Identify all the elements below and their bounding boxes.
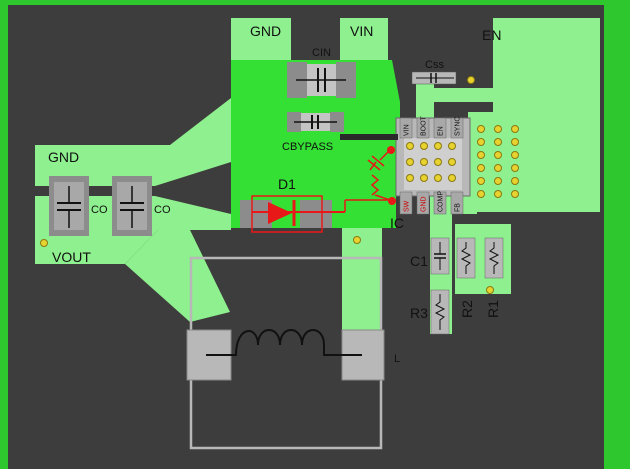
ic-pin-label: EN	[438, 126, 445, 136]
label-cin: CIN	[312, 47, 331, 59]
cbypass-to-ic-trace	[340, 134, 398, 140]
label-r1: R1	[485, 300, 501, 318]
label-l: L	[394, 353, 400, 365]
d1-body	[251, 195, 323, 233]
via	[494, 151, 502, 159]
via	[420, 174, 428, 182]
ic-pin-label: FB	[455, 203, 462, 212]
via	[434, 158, 442, 166]
d1-pad-left	[240, 200, 272, 228]
r2-resistor	[456, 237, 476, 279]
ic-pin-comp: COMP	[433, 191, 447, 215]
co2-capacitor	[112, 176, 152, 236]
label-vout: VOUT	[52, 249, 91, 265]
via	[477, 151, 485, 159]
via	[477, 177, 485, 185]
d1-pad-right	[300, 200, 332, 228]
via	[434, 142, 442, 150]
boot-node-top	[387, 146, 395, 154]
c1-capacitor	[430, 237, 450, 275]
d1-arrow	[268, 202, 292, 224]
label-css: Css	[425, 59, 444, 71]
via	[511, 164, 519, 172]
via	[511, 151, 519, 159]
ic-pin-sync: SYNC	[450, 117, 464, 139]
via-array	[406, 125, 519, 198]
via	[448, 158, 456, 166]
ic-pin-label: VIN	[404, 124, 411, 136]
via	[477, 190, 485, 198]
via	[494, 164, 502, 172]
ic-pin-label: COMP	[438, 191, 445, 212]
vin-copper	[340, 18, 388, 60]
ic-pin-gnd: GND	[416, 191, 430, 215]
via	[448, 174, 456, 182]
via	[511, 177, 519, 185]
via	[494, 125, 502, 133]
label-r2: R2	[459, 300, 475, 318]
gnd-left-copper	[35, 98, 231, 186]
via	[434, 174, 442, 182]
via	[511, 190, 519, 198]
label-ic: IC	[390, 215, 404, 231]
r3-resistor	[430, 289, 450, 335]
en-copper	[493, 18, 600, 212]
ic-pin-label: BOOT	[421, 115, 428, 136]
via	[494, 190, 502, 198]
label-vin: VIN	[350, 23, 373, 39]
sw-trace	[342, 228, 382, 332]
ic-pin-label: SYNC	[455, 117, 462, 136]
single-vias	[40, 76, 494, 294]
via	[511, 138, 519, 146]
input-copper-region	[231, 60, 400, 228]
label-d1: D1	[278, 176, 296, 192]
co1-capacitor	[49, 176, 89, 236]
ic-pin-boot: BOOT	[416, 115, 430, 139]
ic-pin-label: GND	[421, 196, 428, 212]
label-r3: R3	[410, 305, 428, 321]
via	[494, 138, 502, 146]
via	[477, 125, 485, 133]
sw-node	[388, 197, 396, 205]
via	[477, 138, 485, 146]
ic-pin-en: EN	[433, 117, 447, 139]
label-co1: CO	[91, 204, 108, 216]
gnd-top-copper	[231, 18, 291, 60]
via	[406, 142, 414, 150]
vout-trace	[125, 230, 230, 322]
via	[511, 125, 519, 133]
label-cbypass: CBYPASS	[282, 141, 333, 153]
via	[448, 142, 456, 150]
inductor-coil	[206, 329, 362, 356]
css-trace-h	[416, 88, 498, 102]
via	[406, 158, 414, 166]
via	[420, 158, 428, 166]
r1-resistor	[484, 237, 504, 279]
via	[420, 142, 428, 150]
ic-pin-sw: SW	[399, 191, 413, 215]
ic-pin-label: SW	[404, 200, 411, 212]
boot-capacitor	[367, 151, 391, 201]
via	[406, 174, 414, 182]
via	[477, 164, 485, 172]
label-co2: CO	[154, 204, 171, 216]
label-gnd-top: GND	[250, 23, 281, 39]
ic-pin-fb: FB	[450, 191, 464, 215]
label-gnd-left: GND	[48, 149, 79, 165]
via	[494, 177, 502, 185]
ic-pin-vin: VIN	[399, 117, 413, 139]
label-en: EN	[482, 27, 501, 43]
label-c1: C1	[410, 253, 428, 269]
